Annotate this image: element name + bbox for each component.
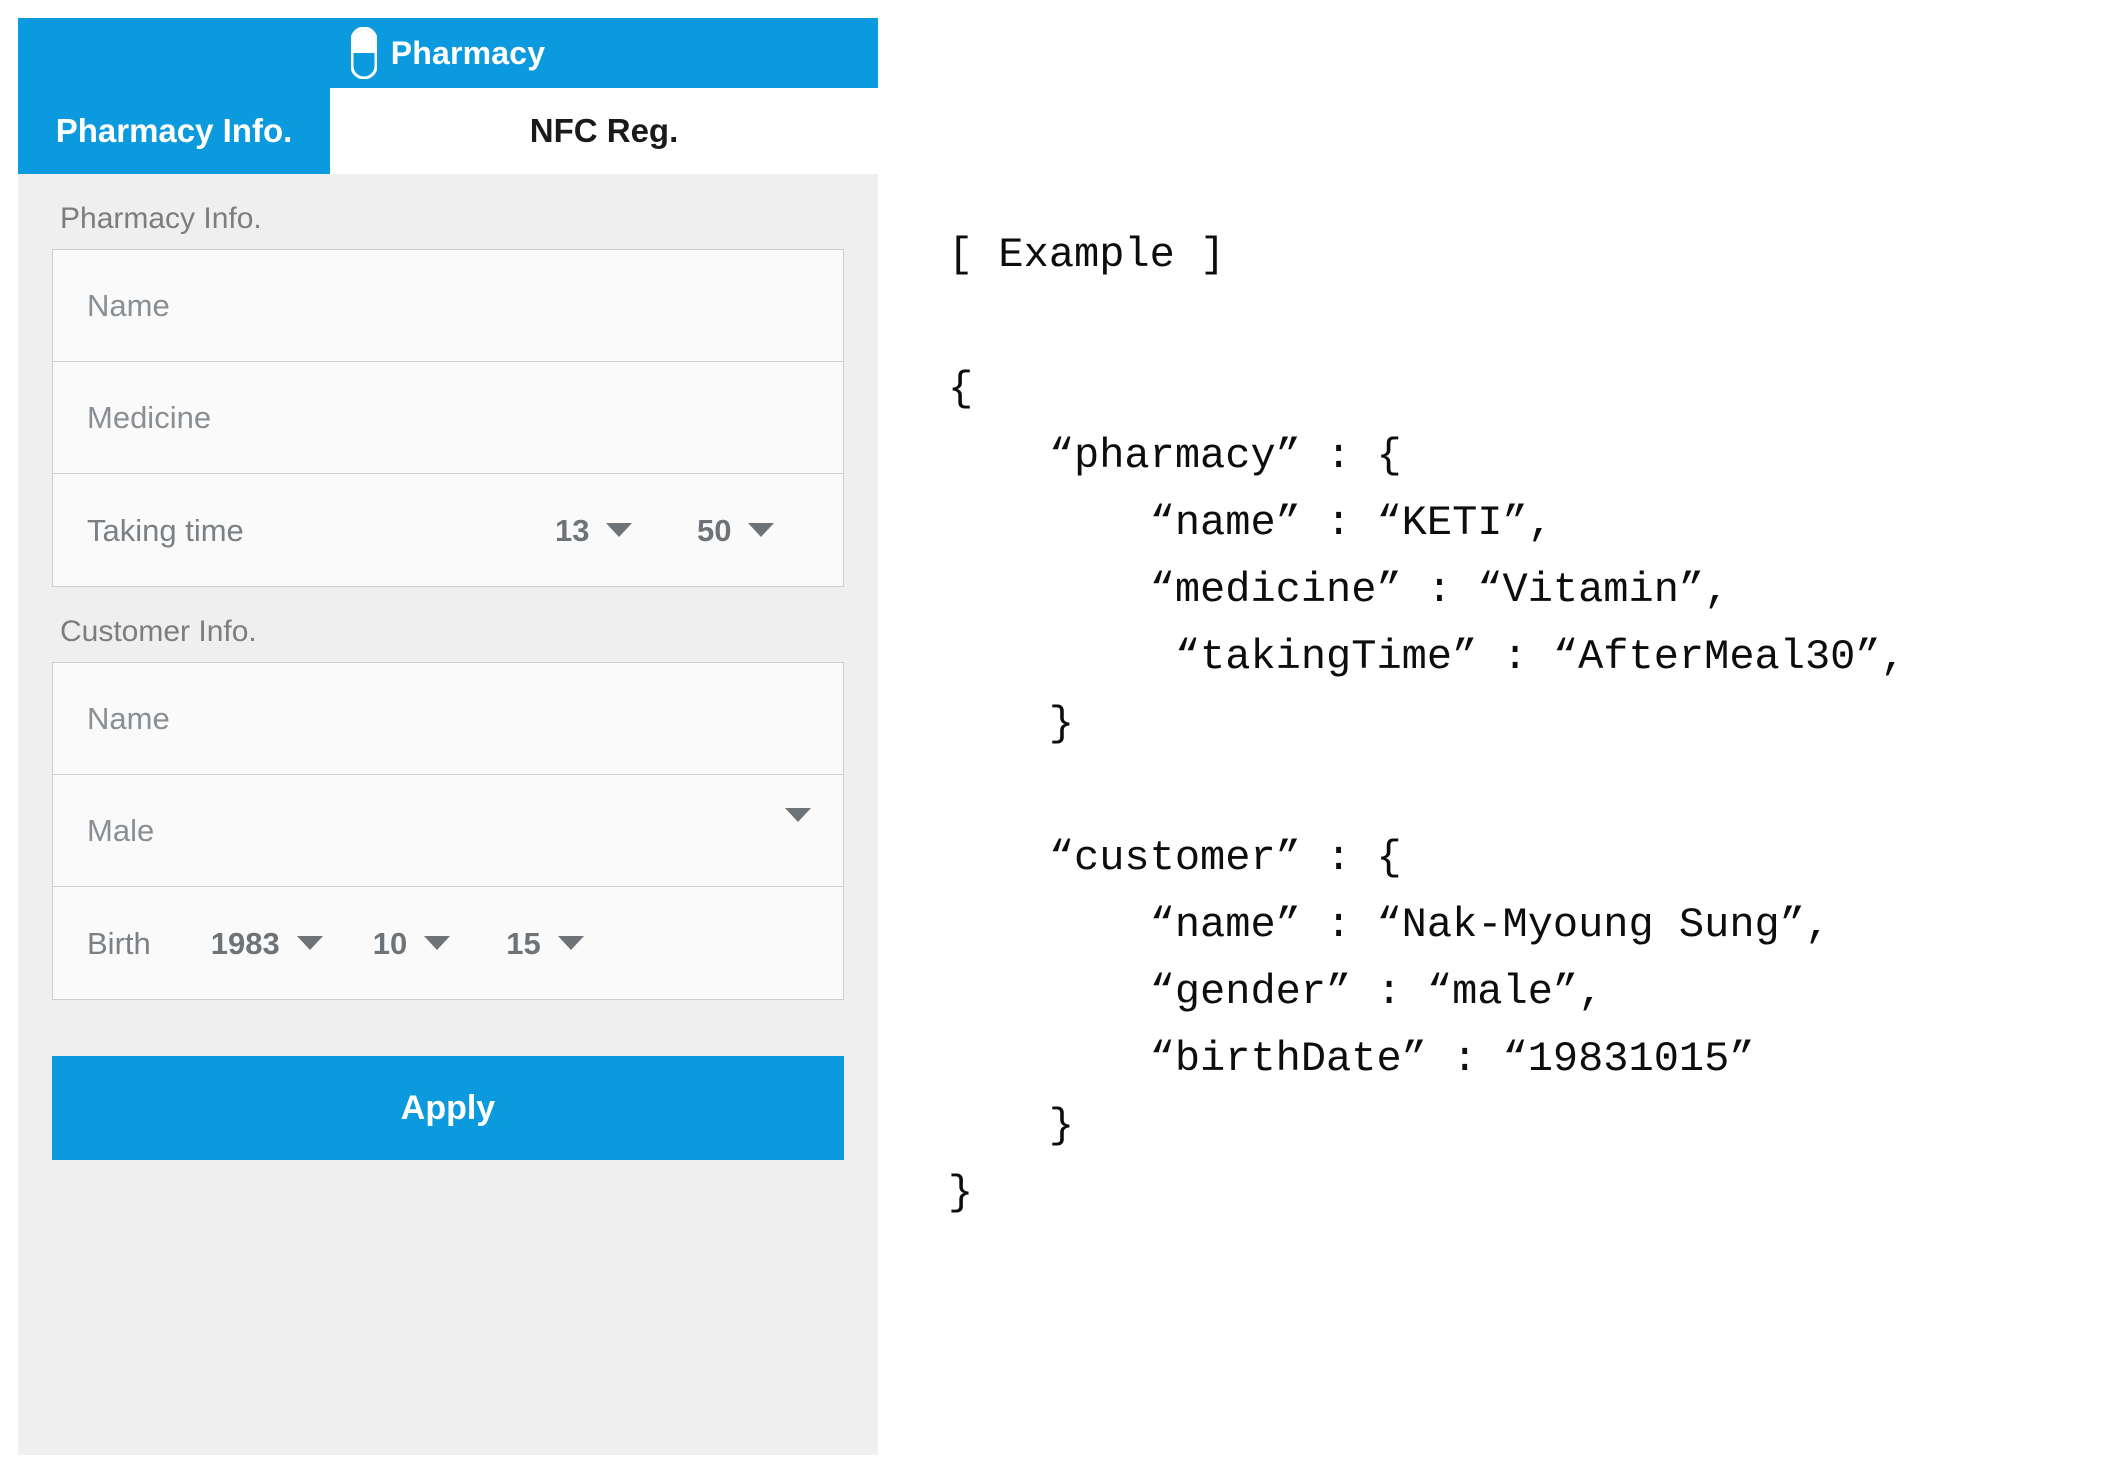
gender-caret-wrap xyxy=(785,807,811,840)
taking-time-hour-dropdown[interactable]: 13 xyxy=(555,515,673,546)
pharmacy-name-placeholder: Name xyxy=(87,288,170,323)
chevron-down-icon xyxy=(748,523,775,537)
taking-time-row: Taking time 13 50 xyxy=(53,474,843,586)
chevron-down-icon xyxy=(557,936,584,950)
birth-label: Birth xyxy=(87,925,151,961)
tab-pharmacy-info[interactable]: Pharmacy Info. xyxy=(18,88,330,174)
birth-row: Birth 1983 10 15 xyxy=(53,887,843,999)
birth-day-dropdown[interactable]: 15 xyxy=(506,925,584,961)
example-code-block: { “pharmacy” : { “name” : “KETI”, “medic… xyxy=(948,365,1906,1217)
customer-field-group: Name Male Birth 1983 xyxy=(52,662,844,1000)
customer-name-field[interactable]: Name xyxy=(53,663,843,775)
birth-day-value: 15 xyxy=(506,925,541,961)
chevron-down-icon xyxy=(296,936,323,950)
customer-gender-dropdown[interactable]: Male xyxy=(53,775,843,887)
app-title-text: Pharmacy xyxy=(390,35,546,71)
birth-month-dropdown[interactable]: 10 xyxy=(372,925,451,961)
example-code-pane: [ Example ] { “pharmacy” : { “name” : “K… xyxy=(948,0,2128,1473)
taking-time-hour-value: 13 xyxy=(555,512,590,548)
chevron-down-icon xyxy=(606,523,633,537)
taking-time-label: Taking time xyxy=(87,512,244,548)
tab-nfc-reg[interactable]: NFC Reg. xyxy=(330,88,878,174)
code-blank-line xyxy=(948,289,2128,356)
birth-year-value: 1983 xyxy=(210,925,280,961)
birth-month-value: 10 xyxy=(372,925,408,961)
tab-pharmacy-info-label: Pharmacy Info. xyxy=(55,112,293,149)
taking-time-minute-dropdown[interactable]: 50 xyxy=(697,515,815,546)
customer-gender-value: Male xyxy=(87,813,155,848)
pharmacy-section-label: Pharmacy Info. xyxy=(60,202,262,235)
app-title-bar: Pharmacy xyxy=(18,18,878,88)
example-heading: [ Example ] xyxy=(948,231,1226,279)
chevron-down-icon xyxy=(785,807,811,839)
pharmacy-app-panel: Pharmacy Pharmacy Info. NFC Reg. Pharmac… xyxy=(18,18,878,1455)
customer-section-label: Customer Info. xyxy=(60,615,257,648)
apply-button[interactable]: Apply xyxy=(52,1056,844,1160)
pharmacy-name-field[interactable]: Name xyxy=(53,250,843,362)
tab-nfc-reg-label: NFC Reg. xyxy=(529,112,679,149)
app-body: Pharmacy Info. Name Medicine Taking time… xyxy=(18,174,878,1455)
chevron-down-icon xyxy=(424,936,451,950)
taking-time-minute-value: 50 xyxy=(697,512,732,548)
birth-year-dropdown[interactable]: 1983 xyxy=(211,928,323,959)
tab-bar: Pharmacy Info. NFC Reg. xyxy=(18,88,878,174)
pill-capsule-icon xyxy=(350,27,377,79)
customer-name-placeholder: Name xyxy=(87,701,170,736)
pharmacy-medicine-placeholder: Medicine xyxy=(87,400,212,435)
pharmacy-medicine-field[interactable]: Medicine xyxy=(53,362,843,474)
pharmacy-field-group: Name Medicine Taking time 13 50 xyxy=(52,249,844,587)
